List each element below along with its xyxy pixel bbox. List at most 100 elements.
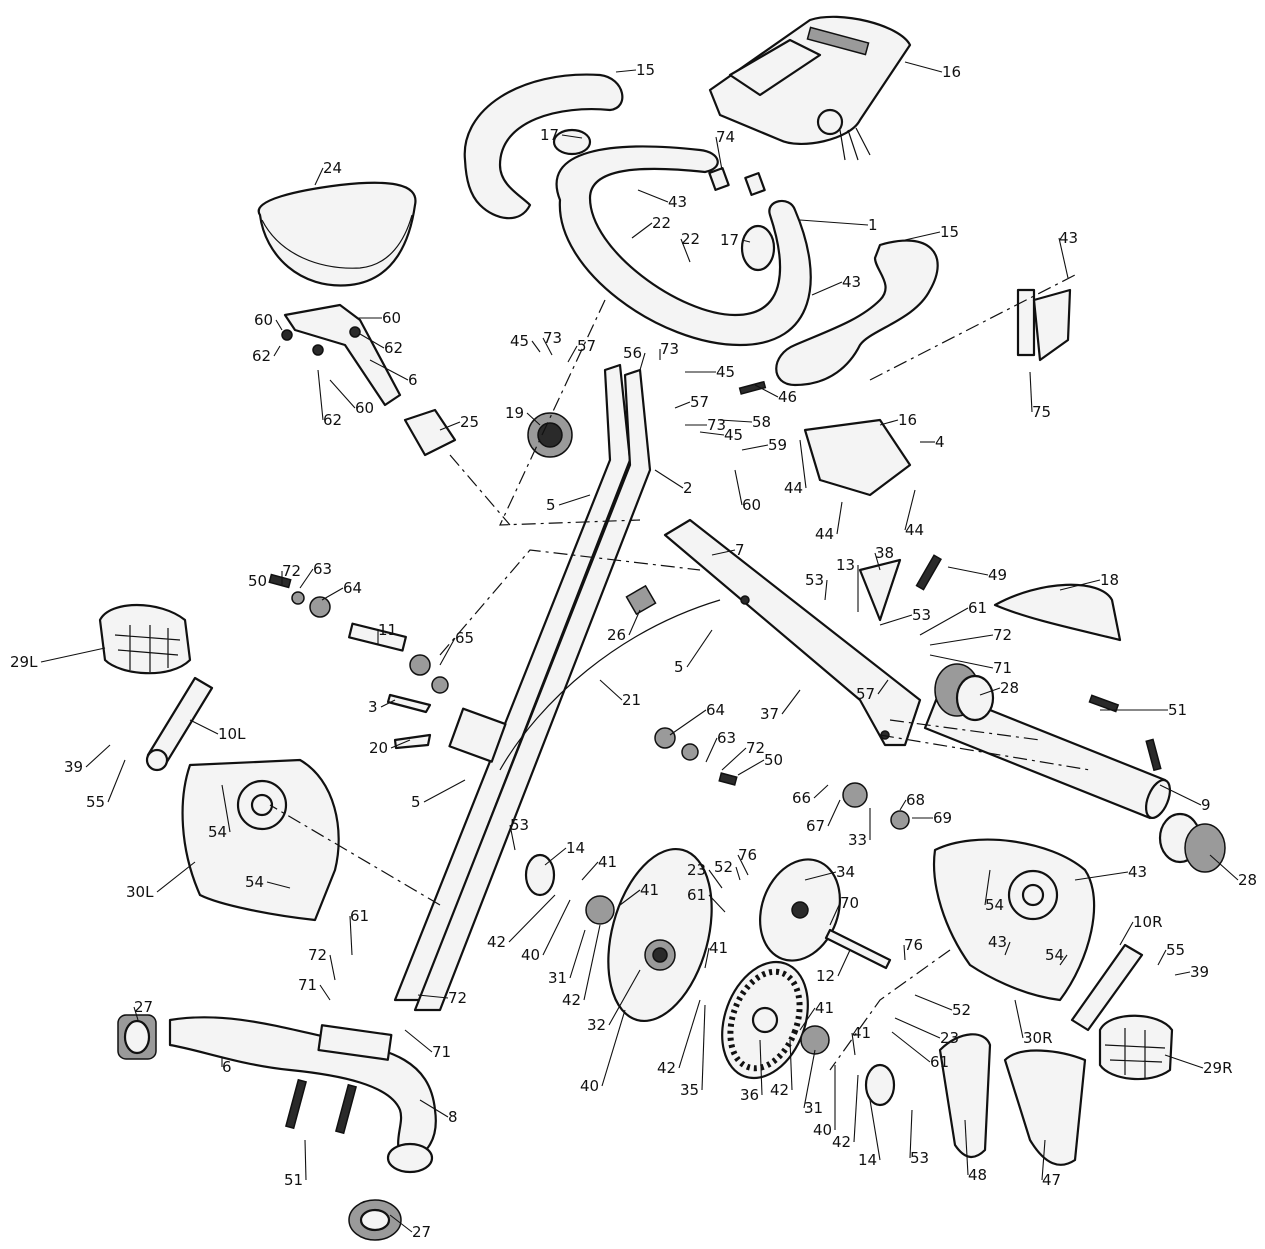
part-number: 51	[1168, 701, 1187, 719]
part-number: 21	[622, 691, 641, 709]
callout-28a: 28	[979, 679, 1019, 697]
callout-31a: 31	[548, 929, 586, 987]
seat-bracket	[281, 303, 402, 407]
part-number: 23	[687, 861, 706, 879]
callout-22b: 22	[680, 230, 700, 263]
part-number: 75	[1032, 403, 1051, 421]
leader-line	[561, 134, 583, 139]
part-number: 40	[580, 1077, 599, 1095]
callout-49: 49	[947, 566, 1007, 584]
leader-line	[1074, 871, 1129, 881]
cover-18	[993, 583, 1122, 642]
leader-line	[754, 384, 779, 398]
callout-64b: 64	[669, 701, 725, 736]
crank-arm-right	[1070, 943, 1144, 1032]
part-number: 41	[815, 999, 834, 1017]
callout-72c: 72	[721, 739, 765, 771]
leader-line	[531, 340, 541, 353]
part-number: 41	[852, 1024, 871, 1042]
callout-29L: 29L	[10, 647, 106, 671]
part-number: 39	[64, 758, 83, 776]
part-number: 5	[411, 793, 421, 811]
callout-54a: 54	[208, 784, 231, 841]
part-number: 30L	[126, 883, 154, 901]
plate-14a	[524, 853, 556, 897]
leader-line	[329, 379, 356, 409]
part-number: 60	[382, 309, 401, 327]
callout-28b: 28	[1209, 854, 1257, 889]
part-number: 44	[784, 479, 803, 497]
callout-31b: 31	[803, 1049, 823, 1117]
part-number: 7	[735, 541, 745, 559]
leader-line	[1041, 1139, 1046, 1181]
part-number: 23	[940, 1029, 959, 1047]
callout-73b: 73	[659, 340, 679, 360]
leader-line	[701, 1004, 706, 1091]
leader-line	[359, 333, 385, 349]
leader-line	[314, 167, 324, 186]
callout-32: 32	[587, 969, 641, 1034]
leader-line	[984, 869, 991, 906]
callout-66: 66	[792, 784, 829, 807]
end-cap-28b	[1158, 812, 1226, 873]
part-number: 60	[742, 496, 761, 514]
part-number: 51	[284, 1171, 303, 1189]
part-number: 76	[738, 846, 757, 864]
part-number: 10R	[1133, 913, 1163, 931]
leader-line	[708, 869, 723, 889]
part-number: 48	[968, 1166, 987, 1184]
part-number: 55	[86, 793, 105, 811]
part-number: 61	[930, 1053, 949, 1071]
part-number: 31	[548, 969, 567, 987]
part-number: 29L	[10, 653, 38, 671]
belt-48	[938, 1033, 992, 1158]
leader-line	[189, 719, 219, 735]
callout-27b: 27	[389, 1214, 431, 1241]
callout-38: 38	[874, 544, 894, 571]
callout-71c: 71	[404, 1029, 451, 1061]
callout-52a: 52	[714, 858, 741, 881]
callout-61c: 61	[349, 907, 369, 956]
callout-67: 67	[806, 799, 841, 835]
part-number: 56	[623, 344, 642, 362]
leader-line	[637, 189, 669, 203]
leader-line	[439, 637, 456, 666]
callout-14a: 14	[544, 839, 585, 866]
callout-23a: 23	[687, 861, 723, 889]
callout-29R: 29R	[1164, 1054, 1233, 1077]
leader-line	[390, 739, 411, 749]
leader-line	[1174, 971, 1191, 976]
leader-line	[389, 1214, 413, 1233]
callout-76a: 76	[737, 846, 757, 876]
callout-13: 13	[836, 556, 859, 612]
leader-line	[799, 439, 807, 489]
part-number: 60	[254, 311, 273, 329]
callout-54d: 54	[1045, 946, 1068, 966]
part-number: 43	[1128, 863, 1147, 881]
part-number: 42	[770, 1081, 789, 1099]
part-number: 64	[706, 701, 725, 719]
part-number: 39	[1190, 963, 1209, 981]
leader-line	[891, 1031, 931, 1063]
part-number: 54	[985, 896, 1004, 914]
part-number: 60	[355, 399, 374, 417]
part-number: 36	[740, 1086, 759, 1104]
leader-line	[708, 894, 726, 913]
leader-line	[567, 345, 578, 363]
leader-line	[947, 566, 989, 576]
callout-45a: 45	[510, 332, 541, 353]
callout-15b: 15	[904, 223, 959, 241]
tension-cable	[499, 599, 721, 771]
part-number: 65	[455, 629, 474, 647]
part-number: 54	[1045, 946, 1064, 964]
leader-line	[1164, 1054, 1204, 1069]
part-number: 71	[432, 1043, 451, 1061]
callout-36: 36	[740, 1039, 763, 1104]
part-number: 44	[905, 521, 924, 539]
part-number: 49	[988, 566, 1007, 584]
callout-61d: 61	[891, 1031, 949, 1071]
callout-17b: 17	[720, 231, 751, 249]
leader-line	[1157, 949, 1167, 966]
callout-45b: 45	[685, 363, 735, 381]
part-number: 42	[832, 1133, 851, 1151]
